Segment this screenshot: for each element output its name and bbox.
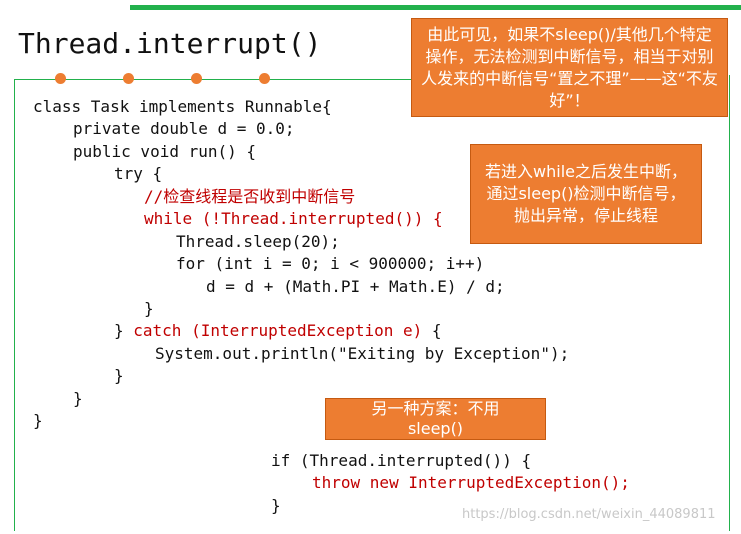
note-callout-3: 另一种方案：不用 sleep()	[325, 398, 546, 440]
code-line: private double d = 0.0;	[73, 119, 295, 138]
code-brace: }	[114, 321, 134, 340]
code-line: d = d + (Math.PI + Math.E) / d;	[206, 277, 505, 296]
frame-right-line	[729, 75, 730, 531]
frame-top-line	[14, 79, 414, 80]
code-line-throw: throw new InterruptedException();	[312, 473, 630, 492]
code-line: Thread.sleep(20);	[176, 232, 340, 251]
top-green-bar	[130, 5, 741, 10]
bullet-dot	[259, 73, 270, 84]
slide-title: Thread.interrupt()	[18, 27, 322, 60]
code-line: try {	[114, 164, 163, 183]
code-line: }	[144, 299, 154, 318]
code-line: System.out.println("Exiting by Exception…	[155, 344, 570, 363]
code-line: class Task implements Runnable{	[33, 97, 332, 116]
code-line: }	[73, 389, 83, 408]
code-line: }	[271, 496, 281, 515]
code-comment: //检查线程是否收到中断信号	[144, 187, 356, 206]
code-brace: {	[422, 321, 442, 340]
frame-left-line	[14, 79, 15, 531]
bullet-dot	[191, 73, 202, 84]
note-callout-2: 若进入while之后发生中断，通过sleep()检测中断信号，抛出异常，停止线程	[470, 144, 702, 244]
note-text-3b: sleep()	[407, 419, 464, 438]
note-callout-1: 由此可见，如果不sleep()/其他几个特定操作，无法检测到中断信号，相当于对别…	[411, 18, 728, 117]
code-line: if (Thread.interrupted()) {	[271, 451, 532, 470]
note-text-3a: 另一种方案：不用	[371, 399, 500, 418]
bullet-dot	[123, 73, 134, 84]
code-line: }	[114, 366, 124, 385]
watermark-url: https://blog.csdn.net/weixin_44089811	[462, 507, 716, 522]
code-line-catch: } catch (InterruptedException e) {	[114, 321, 442, 341]
note-text-1: 由此可见，如果不sleep()/其他几个特定操作，无法检测到中断信号，相当于对别…	[421, 24, 718, 110]
code-line-while: while (!Thread.interrupted()) {	[144, 209, 443, 228]
code-line: for (int i = 0; i < 900000; i++)	[176, 254, 485, 273]
bullet-dot	[55, 73, 66, 84]
code-line: public void run() {	[73, 142, 257, 161]
code-catch-clause: catch (InterruptedException e)	[133, 321, 423, 340]
note-text-2: 若进入while之后发生中断，通过sleep()检测中断信号，抛出异常，停止线程	[485, 162, 687, 225]
code-line: }	[33, 411, 43, 430]
